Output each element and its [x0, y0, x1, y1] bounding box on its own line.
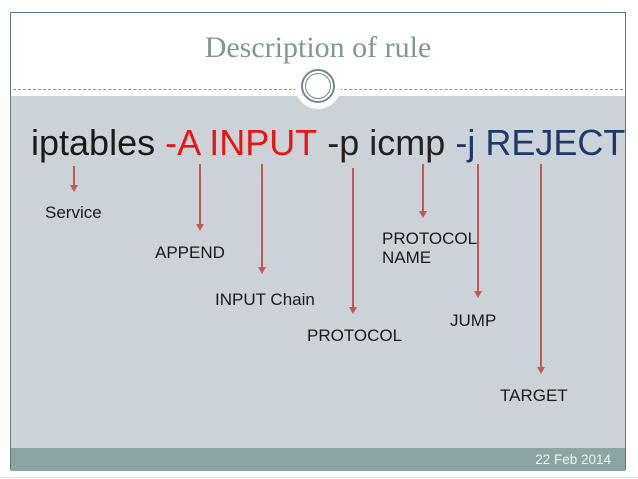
- annotation-input-chain: INPUT Chain: [215, 290, 315, 309]
- annotation-service: Service: [45, 203, 102, 222]
- slide: Description of rule iptables-A INPUT-p i…: [10, 12, 626, 471]
- annotation-protocol-name: PROTOCOL NAME: [382, 229, 477, 267]
- content-area: [11, 96, 625, 448]
- annotation-target: TARGET: [500, 386, 568, 405]
- page-edge-line: [0, 477, 638, 478]
- footer-date: 22 Feb 2014: [535, 452, 611, 467]
- iptables-rule: iptables-A INPUT-p icmp-j REJECT: [31, 121, 625, 165]
- rule-token-service: iptables: [31, 122, 156, 163]
- rule-token-append-input: -A INPUT: [165, 122, 318, 163]
- footer-bar: 22 Feb 2014: [11, 448, 625, 471]
- rule-token-protocol: -p icmp: [327, 122, 446, 163]
- annotation-append: APPEND: [155, 243, 225, 262]
- circle-ornament-inner-ring: [305, 73, 331, 99]
- slide-title: Description of rule: [204, 31, 432, 64]
- annotation-protocol: PROTOCOL: [307, 326, 403, 345]
- rule-token-jump-target: -j REJECT: [455, 122, 626, 163]
- annotation-jump: JUMP: [450, 311, 497, 330]
- circle-ornament-icon: [301, 69, 335, 103]
